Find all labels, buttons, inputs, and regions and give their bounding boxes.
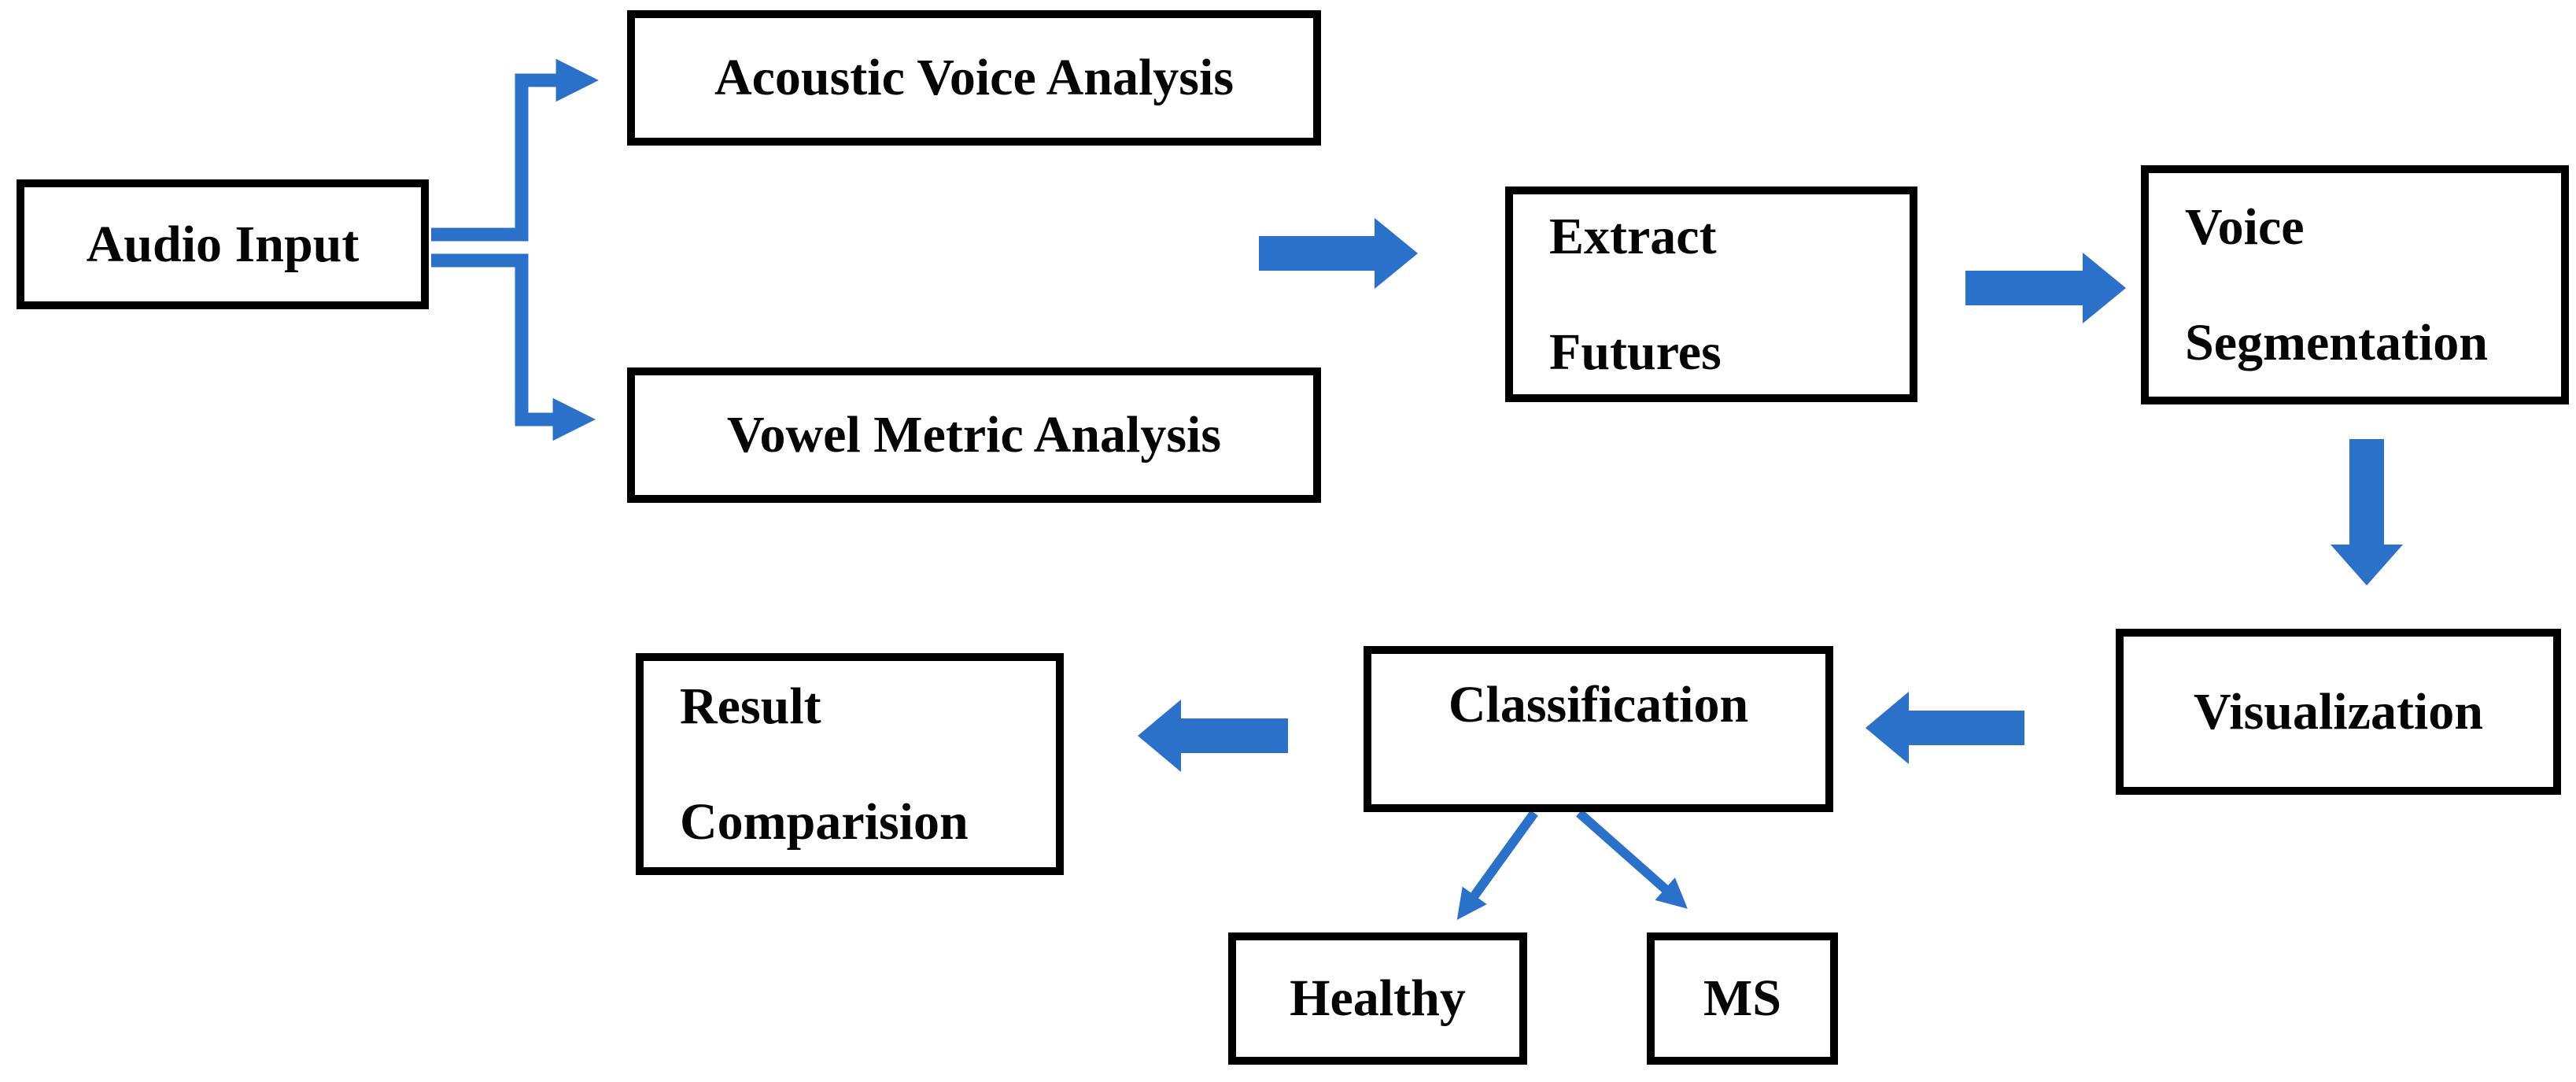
node-acoustic-voice-analysis: Acoustic Voice Analysis <box>627 10 1321 146</box>
node-voice-segmentation: Voice Segmentation <box>2141 165 2569 404</box>
node-vowel-metric-analysis-label: Vowel Metric Analysis <box>726 406 1222 464</box>
node-audio-input: Audio Input <box>17 179 429 309</box>
node-extract-futures-label-line2: Futures <box>1549 323 1722 381</box>
node-vowel-metric-analysis: Vowel Metric Analysis <box>627 367 1321 503</box>
block-arrow-to-classification <box>1866 692 2024 764</box>
block-arrow-to-voice-segmentation <box>1965 253 2126 323</box>
node-acoustic-voice-analysis-label: Acoustic Voice Analysis <box>714 49 1234 107</box>
node-audio-input-label: Audio Input <box>86 215 360 273</box>
block-arrow-to-result-comparison <box>1138 700 1288 772</box>
node-healthy-label: Healthy <box>1290 969 1466 1028</box>
node-healthy: Healthy <box>1228 932 1527 1065</box>
node-result-comparison-label-line1: Result <box>680 677 821 735</box>
node-ms-label: MS <box>1703 969 1781 1028</box>
node-ms: MS <box>1647 932 1838 1065</box>
node-classification: Classification <box>1364 646 1833 812</box>
connector-audio-to-vowel <box>431 253 596 441</box>
connector-audio-to-acoustic <box>431 58 599 242</box>
node-voice-segmentation-label-line1: Voice <box>2185 198 2305 256</box>
thin-arrow-to-ms <box>1576 809 1688 909</box>
node-voice-segmentation-label-line2: Segmentation <box>2185 314 2488 371</box>
node-visualization: Visualization <box>2116 629 2561 795</box>
node-visualization-label: Visualization <box>2194 682 2483 740</box>
node-classification-label: Classification <box>1448 676 1749 733</box>
node-extract-futures: Extract Futures <box>1505 186 1917 402</box>
block-arrow-to-extract-futures <box>1259 218 1418 289</box>
node-result-comparison: Result Comparision <box>636 653 1064 875</box>
thin-arrow-to-healthy <box>1456 810 1538 921</box>
node-result-comparison-label-line2: Comparision <box>680 793 969 851</box>
node-extract-futures-label-line1: Extract <box>1549 207 1717 265</box>
block-arrow-to-visualization <box>2331 439 2403 585</box>
